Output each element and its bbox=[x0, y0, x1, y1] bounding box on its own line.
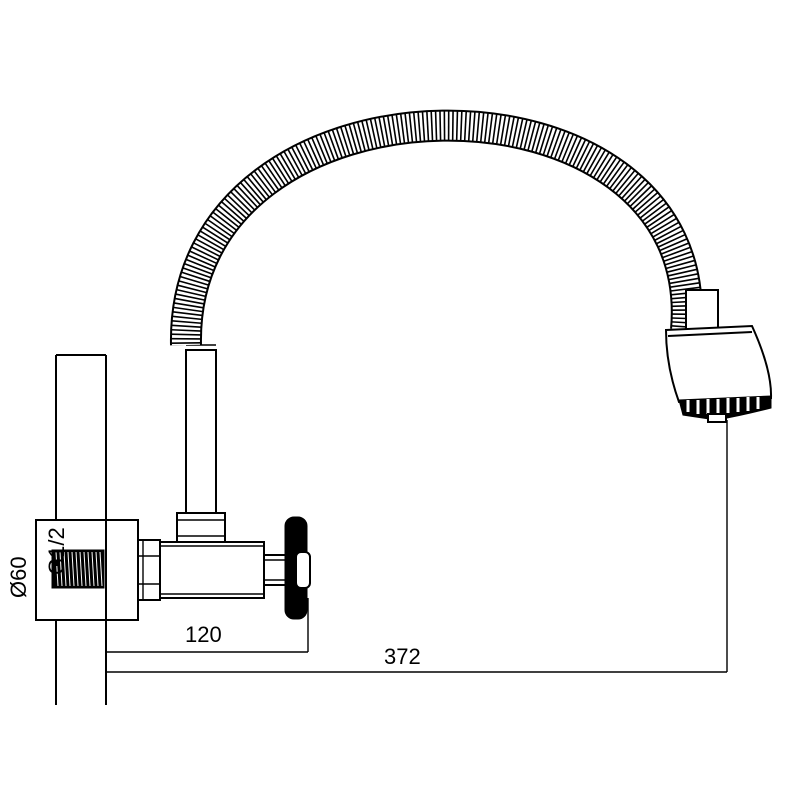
hex-nut bbox=[137, 539, 161, 601]
valve-body bbox=[159, 541, 265, 599]
dimension-372-label: 372 bbox=[384, 644, 421, 669]
spray-head bbox=[664, 289, 773, 423]
diameter-label: Ø60 bbox=[6, 556, 31, 598]
threaded-connector bbox=[51, 549, 105, 589]
valve-stem bbox=[263, 554, 287, 586]
riser-nut bbox=[176, 512, 226, 543]
flexible-hose bbox=[169, 109, 703, 346]
dimension-120-label: 120 bbox=[185, 622, 222, 647]
thread-label: G1/2 bbox=[44, 527, 69, 575]
dimension-lines bbox=[35, 420, 728, 673]
handle-wheel bbox=[284, 516, 311, 620]
spray-nozzles bbox=[686, 397, 760, 414]
riser-tube bbox=[185, 344, 217, 514]
